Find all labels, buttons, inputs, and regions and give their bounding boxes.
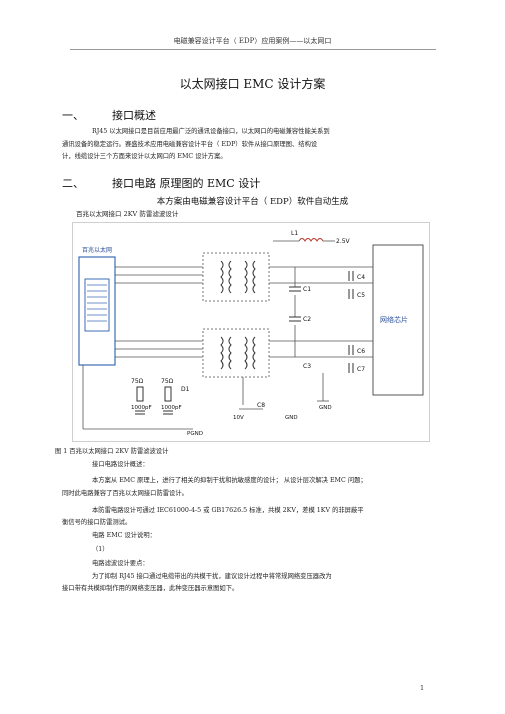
phy-chip-label: 网络芯片: [380, 315, 408, 324]
resistor-r2-label: 75Ω: [161, 378, 174, 385]
cap-c8-label: C8: [257, 402, 265, 409]
schematic-figure: 百兆以太网 L1: [72, 222, 430, 442]
section-1-title: 接口概述: [112, 109, 156, 122]
body-line-8: 电路滤波设计要点：: [92, 560, 149, 567]
cap-c4-label: C4: [357, 274, 365, 281]
section-2-title: 接口电路 原理图的 EMC 设计: [112, 177, 261, 190]
para1-line3: 计，线缆设计三个方面来设计以太网口的 EMC 设计方案。: [62, 153, 227, 160]
figure-1-caption: 图 1 百兆以太网接口 2KV 防雷滤波设计: [55, 448, 169, 455]
cap-c6-label: C6: [357, 348, 365, 355]
body-line-2: 本方案从 EMC 原理上，进行了相关的抑制干扰和抗敏感度的设计； 从设计层次解决…: [92, 477, 367, 484]
body-line-10: 接口带有共模抑制作用的网络变压器，此种变压器示意图如下。: [62, 585, 239, 592]
cap-c2-label: C2: [303, 316, 311, 323]
body-line-4: 本防雷电路设计可通过 IEC61000-4-5 或 GB17626.5 标准，共…: [92, 507, 364, 514]
para1-line1: RJ45 以太网接口是目前应用最广泛的通讯设备接口，以太网口的电磁兼容性能关系到: [92, 128, 330, 135]
schematic-diagram: 百兆以太网 L1: [78, 230, 424, 437]
cap-c1-label: C1: [303, 286, 311, 293]
page-header: 电磁兼容设计平台（ EDP）应用案例——以太网口: [173, 37, 332, 45]
para1-line2: 通讯设备的稳定运行。赛盛技术应用电磁兼容设计平台（ EDP）软件从接口原理图、结…: [62, 141, 318, 148]
voltage-label: 2.5V: [336, 238, 351, 245]
body-line-7: （1）: [92, 546, 109, 553]
cap-1000pf-b-label: 1000pF: [161, 405, 182, 411]
body-line-9: 为了抑制 RJ45 接口通过电缆带出的共模干扰，建议设计过程中将常规网络变压器改…: [92, 573, 332, 580]
document-title: 以太网接口 EMC 设计方案: [179, 77, 326, 91]
pgnd-label: PGND: [187, 431, 203, 437]
body-line-5: 衡信号的接口防雷测试。: [62, 519, 132, 526]
gnd-label-2: GND: [319, 405, 332, 411]
inductor-l1-label: L1: [291, 230, 298, 237]
body-line-6: 电路 EMC 设计说明：: [92, 532, 156, 539]
diode-d1-label: D1: [181, 386, 190, 393]
section-1-number: 一、: [62, 109, 84, 122]
page-number: 1: [420, 684, 425, 692]
resistor-r1-label: 75Ω: [131, 378, 144, 385]
cap-c3-label: C3: [303, 363, 311, 370]
body-line-1: 接口电路设计概述：: [92, 461, 149, 468]
header-divider: [70, 49, 436, 50]
body-line-3: 同时此电路兼容了百兆以太网接口防雷设计。: [62, 490, 188, 497]
cap-c7-label: C7: [357, 366, 365, 373]
figure-caption-top: 百兆以太网接口 2KV 防雷滤波设计: [76, 210, 179, 218]
cap-1000pf-a-label: 1000pF: [131, 405, 152, 411]
cap-c5-label: C5: [357, 292, 365, 299]
rj45-label: 百兆以太网: [82, 246, 112, 254]
voltage-10v-label: 10V: [233, 415, 244, 421]
section-2-number: 二、: [62, 177, 84, 190]
gnd-label-1: GND: [285, 415, 298, 421]
figure-subtitle: 本方案由电磁兼容设计平台（ EDP）软件自动生成: [156, 197, 349, 207]
